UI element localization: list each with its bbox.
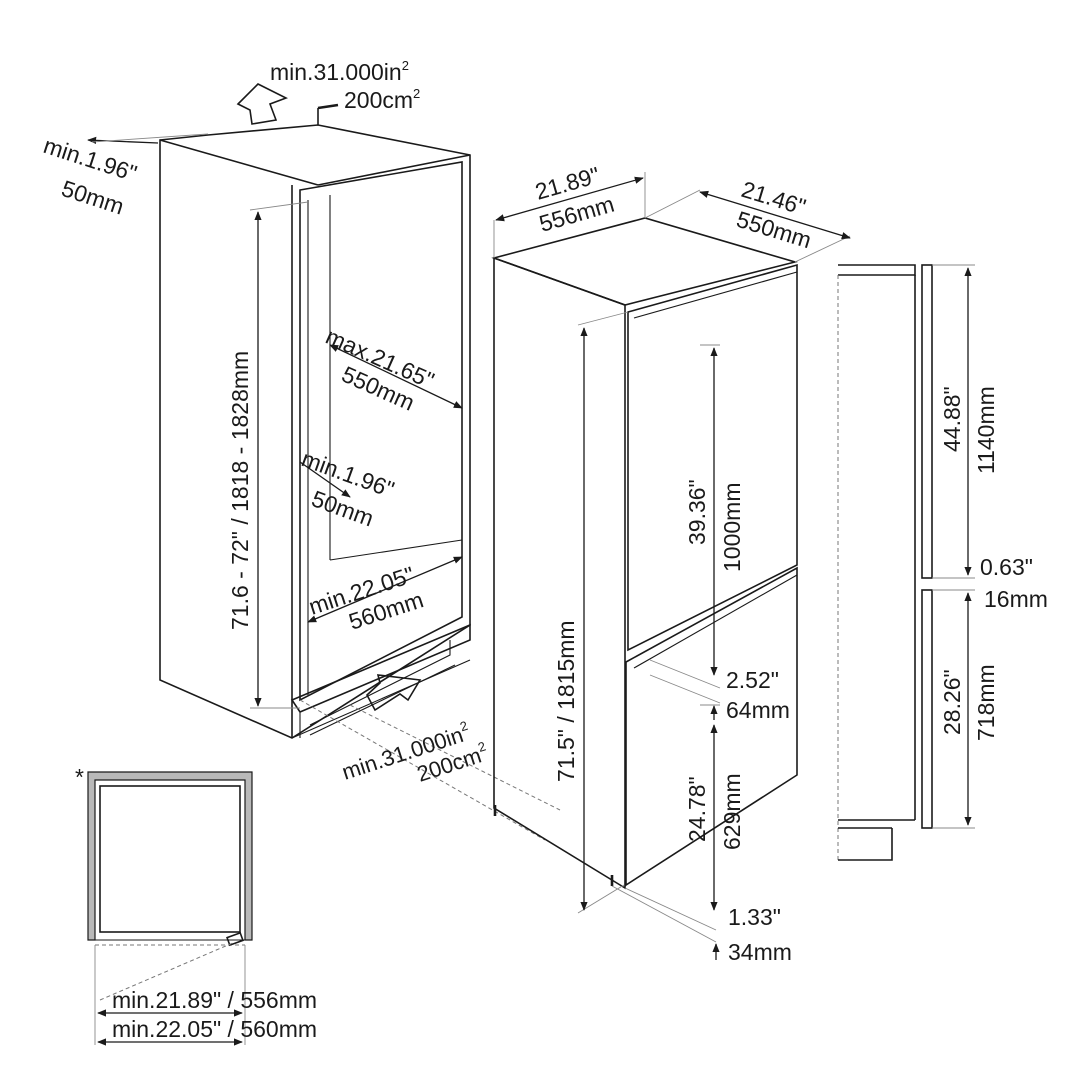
plan-view <box>87 771 253 1045</box>
plan-asterisk: * <box>75 764 84 790</box>
side-upper-mm: 1140mm <box>973 386 999 474</box>
vent-top-arrow-icon <box>236 83 288 125</box>
appliance-lower-door-mm: 629mm <box>719 773 745 850</box>
side-gap-in: 0.63" <box>980 554 1033 580</box>
appliance-bottom-mm: 34mm <box>728 939 792 965</box>
appliance-upper-door-in: 39.36" <box>684 479 710 545</box>
appliance-upper-door-mm: 1000mm <box>719 483 745 572</box>
side-gap-mm: 16mm <box>984 586 1048 612</box>
appliance-lower-door-in: 24.78" <box>684 776 710 842</box>
niche-rear-gap-mm: 50mm <box>58 175 127 219</box>
side-lower-mm: 718mm <box>973 664 999 741</box>
appliance-bottom-in: 1.33" <box>728 904 781 930</box>
vent-top-area-cm: 200cm2 <box>344 86 420 113</box>
plan-min-width-556: min.21.89" / 556mm <box>112 987 317 1013</box>
plan-min-width-560: min.22.05" / 560mm <box>112 1016 317 1042</box>
niche-height: 71.6 - 72" / 1818 - 1828mm <box>227 351 253 630</box>
appliance-height: 71.5" / 1815mm <box>553 620 579 782</box>
side-upper-in: 44.88" <box>939 386 965 452</box>
appliance-gap-mm: 64mm <box>726 697 790 723</box>
side-panel-profile <box>837 264 933 861</box>
appliance-gap-in: 2.52" <box>726 667 779 693</box>
niche-cabinet <box>159 103 561 841</box>
side-lower-in: 28.26" <box>939 669 965 735</box>
appliance-body <box>491 217 799 890</box>
vent-bottom-arrow-icon <box>366 674 422 712</box>
vent-top-area-in: min.31.000in2 <box>270 58 409 85</box>
